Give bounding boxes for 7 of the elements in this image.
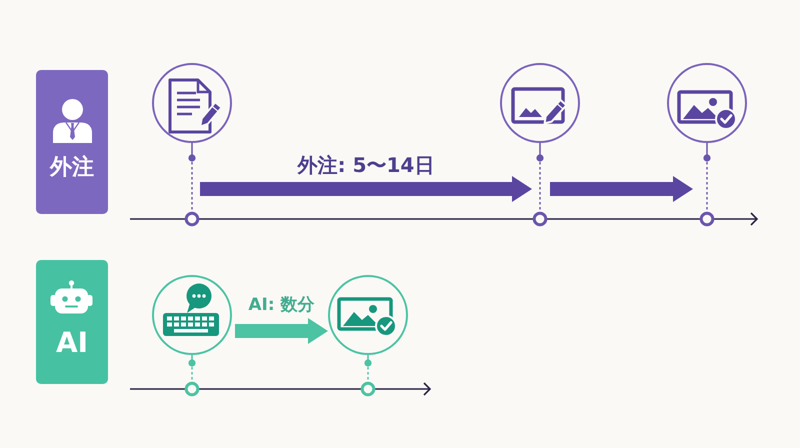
- arrow: [550, 176, 693, 202]
- arrow: [200, 176, 532, 202]
- arrow: [235, 318, 328, 344]
- lane-label: 外注: [48, 154, 95, 182]
- lane-box: [36, 70, 108, 214]
- lane-label: AI: [54, 326, 90, 360]
- lane-box: [36, 260, 108, 384]
